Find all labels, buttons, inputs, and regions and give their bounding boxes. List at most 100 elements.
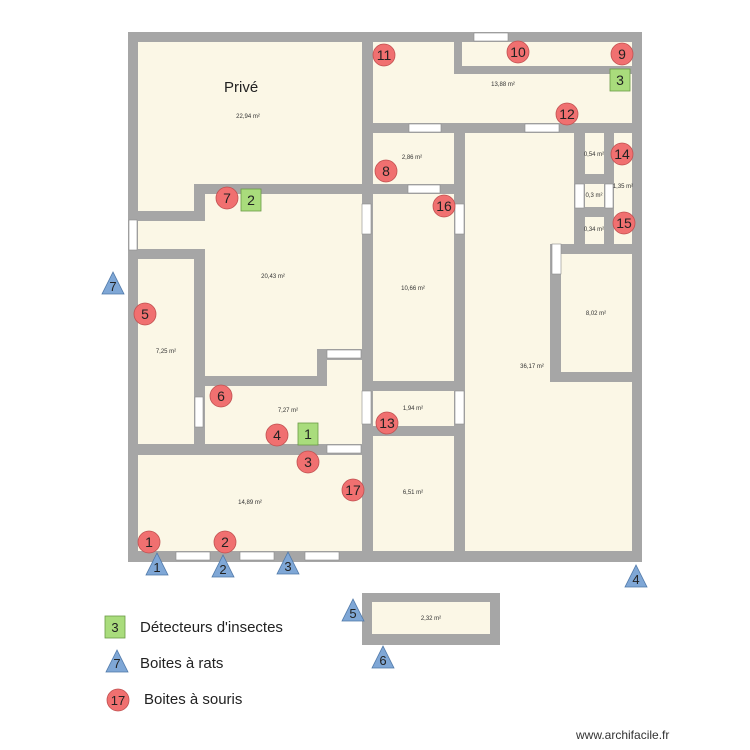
door-opening [551,243,562,275]
mouse-trap-circle [133,302,157,326]
mouse-trap-circle [612,211,636,235]
mouse-trap-circle [610,42,634,66]
rat-trap-number: 3 [284,559,291,574]
rat-trap-3: 3 [276,551,300,575]
rat-trap-2: 2 [211,554,235,578]
mouse-trap-circle [215,186,239,210]
rat-trap-5: 5 [341,598,365,622]
door-opening [175,551,211,561]
door-opening [574,183,585,209]
room-floor-wc-b [585,184,604,207]
mouse-trap-15: 15 [612,211,636,235]
room-floor-center [138,194,362,376]
insect-detector-1: 1 [297,422,319,446]
rat-trap-number: 7 [109,279,116,294]
rat-trap-number: 6 [379,653,386,668]
mouse-trap-7: 7 [215,186,239,210]
mouse-trap-number: 16 [436,198,452,214]
door-opening [194,396,204,428]
insect-detector-number: 2 [247,192,255,208]
mouse-trap-number: 2 [221,534,229,550]
rat-trap-number: 2 [219,562,226,577]
rat-trap-triangle [371,645,395,669]
insect-detector-2: 2 [240,188,262,212]
legend-label-insect: Détecteurs d'insectes [140,619,283,636]
mouse-trap-circle [375,411,399,435]
mouse-trap-2: 2 [213,530,237,554]
room-title-prive: Privé [224,79,258,96]
mouse-trap-circle [374,159,398,183]
door-opening [524,123,560,133]
legend-icons: 3 7 17 [104,615,130,712]
mouse-trap-number: 17 [345,482,361,498]
mouse-trap-circle [265,423,289,447]
room-area-label-top-right: 13,88 m² [491,82,515,88]
rat-trap-triangle [101,271,125,295]
insect-detector-square [609,68,631,92]
legend-rat-triangle [105,649,129,673]
room-floor-corridor [373,194,454,381]
mouse-trap-circle [555,102,579,126]
door-opening [361,203,372,235]
room-area-label-center: 20,43 m² [261,274,285,280]
legend-icon-mouse: 17 [106,688,130,712]
legend-icon-insect: 3 [104,615,126,639]
mouse-trap-circle [432,194,456,218]
room-area-label-prive: 22,94 m² [236,114,260,120]
room-area-label-wc-a: 0,54 m² [584,152,604,158]
mouse-trap-number: 3 [304,454,312,470]
room-floor-wc-d [585,217,604,244]
mouse-trap-number: 4 [273,427,281,443]
legend-icon-number: 7 [113,656,120,671]
door-opening [454,390,465,425]
door-opening [128,219,138,251]
mouse-trap-number: 15 [616,215,632,231]
mouse-trap-17: 17 [341,478,365,502]
mouse-trap-circle [372,43,396,67]
mouse-trap-12: 12 [555,102,579,126]
room-floor-wc-a [585,133,604,174]
room-area-label-small-2: 2,86 m² [402,155,422,161]
mouse-trap-11: 11 [372,43,396,67]
room-area-label-bottom-left: 14,89 m² [238,500,262,506]
mouse-trap-10: 10 [506,40,530,64]
mouse-trap-14: 14 [610,142,634,166]
legend-label-mouse: Boites à souris [144,691,243,708]
rat-trap-number: 1 [153,560,160,575]
room-area-label-bottom-mid: 6,51 m² [403,490,423,496]
room-floor-top-notch [462,42,632,66]
legend-insect-square [104,615,126,639]
legend-icon-rat: 7 [105,649,129,673]
mouse-trap-number: 9 [618,46,626,62]
rat-trap-7: 7 [101,271,125,295]
mouse-trap-circle [506,40,530,64]
mouse-trap-circle [209,384,233,408]
mouse-trap-13: 13 [375,411,399,435]
rat-trap-number: 4 [632,572,639,587]
mouse-trap-number: 12 [559,106,575,122]
legend-mouse-circle [106,688,130,712]
legend-label-rat: Boites à rats [140,655,224,672]
mouse-trap-circle [341,478,365,502]
insect-detector-number: 1 [304,426,312,442]
room-area-label-wc-c: 1,35 m² [613,184,633,190]
watermark: www.archifacile.fr [576,728,670,742]
mouse-trap-number: 13 [379,415,395,431]
doors [128,32,614,561]
insect-detector-number: 3 [616,72,624,88]
mouse-trap-number: 10 [510,44,526,60]
insect-detector-square [297,422,319,446]
room-area-label-mid: 7,27 m² [278,408,298,414]
rat-trap-triangle [624,564,648,588]
mouse-trap-1: 1 [137,530,161,554]
rat-trap-4: 4 [624,564,648,588]
mouse-trap-8: 8 [374,159,398,183]
mouse-trap-9: 9 [610,42,634,66]
mouse-trap-circle [296,450,320,474]
room-floor-prive [138,42,362,211]
door-opening [326,444,362,454]
rat-trap-6: 6 [371,645,395,669]
